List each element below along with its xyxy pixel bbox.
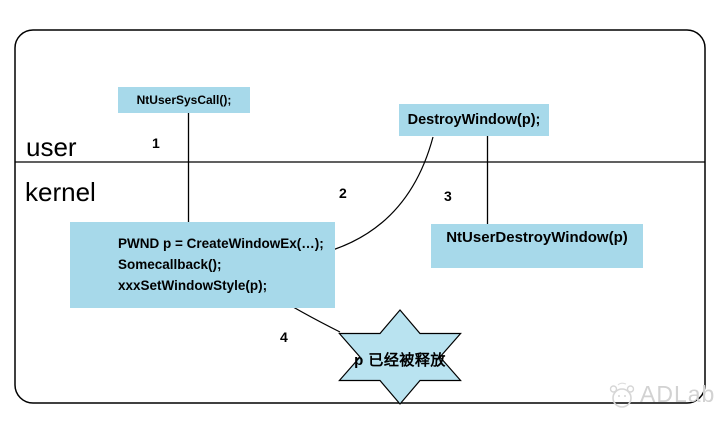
adlab-watermark-text: ADLab [640, 380, 716, 407]
user-region-label: user [26, 132, 77, 162]
step-number-3: 3 [444, 188, 452, 204]
adlab-watermark: ADLab [604, 376, 715, 412]
destroywindow-node: DestroyWindow(p); [399, 104, 549, 136]
adlab-logo-icon [609, 382, 635, 408]
step-number-1: 1 [152, 135, 160, 151]
outer-frame [14, 29, 706, 404]
step-number-4: 4 [280, 329, 288, 345]
step-number-2: 2 [339, 185, 347, 201]
createwindowex-node: PWND p = CreateWindowEx(…); Somecallback… [70, 222, 335, 308]
freed-star-label: p 已经被释放 [354, 352, 446, 369]
createwindowex-line-2: Somecallback(); [118, 257, 222, 272]
createwindowex-line-3: xxxSetWindowStyle(p); [118, 278, 268, 293]
freed-star-shape [338, 309, 462, 405]
kernel-region-label: kernel [25, 177, 96, 207]
ntusersyscall-node: NtUserSysCall(); [118, 87, 250, 113]
createwindowex-line-1: PWND p = CreateWindowEx(…); [118, 236, 324, 251]
ntuserdestroywindow-node: NtUserDestroyWindow(p) [431, 224, 643, 268]
